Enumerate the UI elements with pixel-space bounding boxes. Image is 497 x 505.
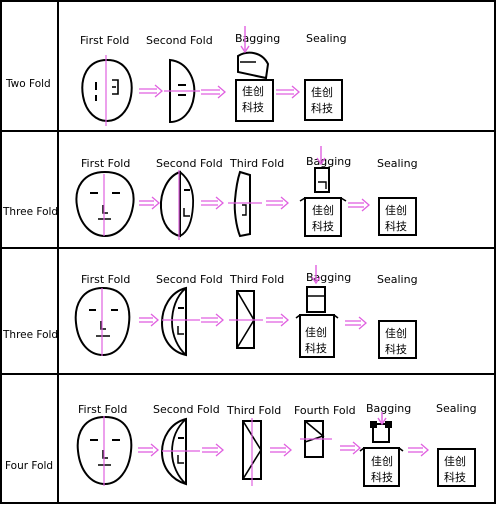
fold-arrow xyxy=(139,84,163,98)
package-text-line1: 佳创 xyxy=(312,203,334,217)
step-label: First Fold xyxy=(81,157,130,170)
step-label: Sealing xyxy=(377,273,418,286)
package-text-line2: 科技 xyxy=(371,470,393,484)
package-text-line2: 科技 xyxy=(242,100,264,114)
package-text-line2: 科技 xyxy=(385,342,407,356)
package-text-line1: 佳创 xyxy=(371,454,393,468)
step-label: First Fold xyxy=(80,34,129,47)
bagging-pouch xyxy=(235,26,274,122)
sealed-package xyxy=(378,197,417,236)
package-text-line1: 佳创 xyxy=(385,203,407,217)
step-label: Bagging xyxy=(306,155,351,168)
package-text-line1: 佳创 xyxy=(242,84,264,98)
fold-arrow xyxy=(139,313,159,327)
package-text-line1: 佳创 xyxy=(385,326,407,340)
fold-arrow xyxy=(408,443,429,457)
step-label: Sealing xyxy=(306,32,347,45)
package-text-line2: 科技 xyxy=(385,219,407,233)
face-mask-full xyxy=(81,58,133,123)
step-label: Sealing xyxy=(377,157,418,170)
fold-arrow xyxy=(345,316,367,330)
step-label: Fourth Fold xyxy=(294,404,356,417)
fold-arrow xyxy=(201,313,224,327)
step-label: Bagging xyxy=(366,402,411,415)
step-label: Bagging xyxy=(235,32,280,45)
mask-half-fold xyxy=(159,170,195,238)
fold-arrow xyxy=(266,196,289,210)
package-text-line2: 科技 xyxy=(444,470,466,484)
bagging-pouch xyxy=(359,412,404,487)
fold-arrow xyxy=(266,313,289,327)
package-text-line1: 佳创 xyxy=(444,454,466,468)
bagging-pouch xyxy=(295,265,339,358)
mask-half-fold xyxy=(169,58,196,124)
package-text-line2: 科技 xyxy=(305,341,327,355)
step-label: Third Fold xyxy=(229,273,284,286)
step-label: Second Fold xyxy=(156,273,223,286)
mask-half-fold xyxy=(160,286,187,357)
step-label: First Fold xyxy=(81,273,130,286)
mask-half-fold xyxy=(160,417,187,486)
row-label-four-fold: Four Fold xyxy=(5,460,53,472)
sealed-package xyxy=(437,448,476,487)
package-text-line2: 科技 xyxy=(311,101,333,115)
bagging-pouch xyxy=(299,146,347,237)
fold-arrow xyxy=(138,443,159,457)
mask-third-fold xyxy=(233,170,251,238)
fold-arrow xyxy=(201,196,224,210)
fold-arrow xyxy=(276,85,300,99)
face-mask-full xyxy=(75,170,135,238)
fold-arrow xyxy=(340,441,361,455)
row-label-three-fold-a: Three Fold xyxy=(2,206,58,218)
fold-arrow xyxy=(202,443,224,457)
face-mask-full xyxy=(74,286,131,357)
step-label: Third Fold xyxy=(229,157,284,170)
package-text-line2: 科技 xyxy=(312,219,334,233)
fold-arrow xyxy=(139,196,160,210)
fold-arrow xyxy=(201,85,226,99)
row-label-two-fold: Two Fold xyxy=(5,78,51,90)
step-label: Sealing xyxy=(436,402,477,415)
step-label: Second Fold xyxy=(156,157,223,170)
step-label: First Fold xyxy=(78,403,127,416)
step-label: Second Fold xyxy=(153,403,220,416)
step-label: Second Fold xyxy=(146,34,213,47)
fold-arrow xyxy=(348,198,370,212)
row-label-three-fold-b: Three Fold xyxy=(2,329,58,341)
sealed-package xyxy=(304,79,343,121)
package-text-line1: 佳创 xyxy=(305,325,327,339)
step-label: Third Fold xyxy=(226,404,281,417)
sealed-package xyxy=(378,320,417,359)
package-text-line1: 佳创 xyxy=(311,85,333,99)
fold-arrow xyxy=(270,443,292,457)
